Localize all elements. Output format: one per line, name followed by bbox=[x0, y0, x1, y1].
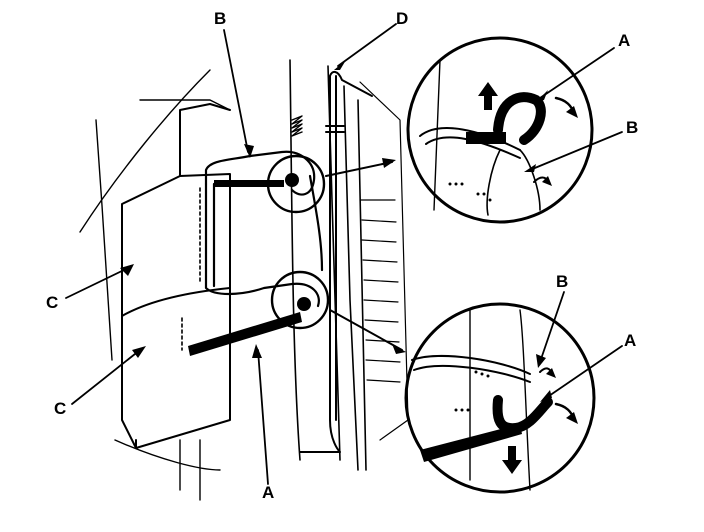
leader-lines bbox=[65, 23, 623, 485]
radiator-fins bbox=[359, 81, 409, 441]
detail-circle-lower bbox=[270, 270, 330, 330]
clip-a-lower bbox=[188, 297, 311, 356]
callout-c-low: C bbox=[54, 399, 67, 418]
zoom-arrows bbox=[325, 158, 406, 354]
housing-box bbox=[121, 103, 231, 449]
down-arrow-icon bbox=[502, 446, 522, 474]
callout-a-zoom2: A bbox=[624, 331, 637, 350]
callout-d-top: D bbox=[396, 9, 409, 28]
leader-arrowheads bbox=[120, 60, 552, 402]
zoom-circle-1 bbox=[406, 36, 594, 224]
coil-spring bbox=[291, 115, 303, 137]
zoom-circle-2 bbox=[404, 302, 596, 494]
up-arrow-icon bbox=[478, 82, 498, 110]
clip-a-upper bbox=[214, 173, 299, 187]
callout-b-zoom2: B bbox=[556, 272, 569, 291]
wire-rod-d bbox=[299, 70, 373, 453]
callout-a-zoom1: A bbox=[618, 31, 631, 50]
pillar-trim bbox=[289, 59, 367, 471]
callout-a-bottom: A bbox=[262, 483, 275, 502]
body-panel bbox=[79, 69, 231, 501]
retaining-wire-b bbox=[204, 150, 324, 308]
callout-b-top: B bbox=[214, 9, 227, 28]
callout-c-mid: C bbox=[46, 293, 59, 312]
hidden-lines bbox=[181, 187, 201, 351]
detail-circle-upper bbox=[266, 154, 326, 214]
callout-b-zoom1: B bbox=[626, 118, 639, 137]
